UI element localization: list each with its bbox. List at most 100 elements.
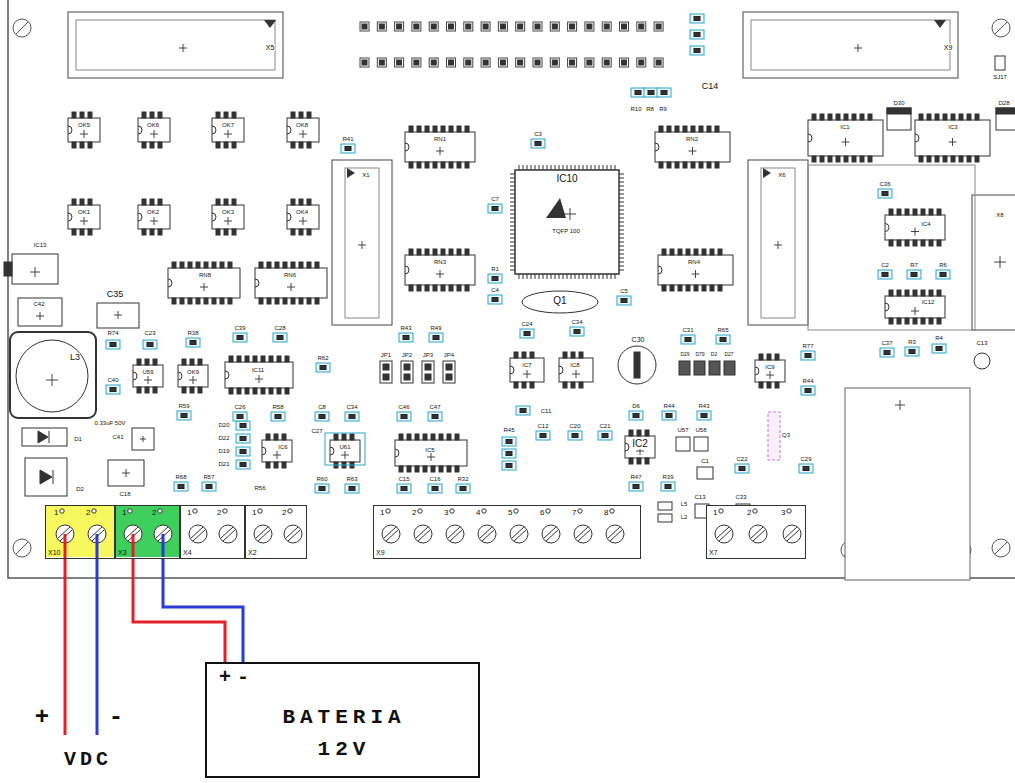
ic-pin [342, 434, 346, 440]
qfp-pin [619, 246, 624, 247]
screw-slot [256, 527, 268, 538]
screw-slot [258, 530, 270, 541]
ic-pin [820, 156, 824, 162]
header-pad [587, 24, 592, 29]
ic-pin [465, 285, 469, 291]
pin-number: 1 [713, 509, 717, 517]
regulator [12, 254, 58, 284]
ic-pin [282, 434, 286, 440]
ic-pin [433, 285, 437, 291]
ic-pin [224, 199, 228, 205]
part-label: R32 [457, 476, 468, 482]
ic-pin [137, 387, 141, 393]
ic-pin [172, 298, 176, 304]
part-label: RN8 [199, 272, 211, 278]
ic-pin [579, 382, 583, 388]
ic-pin [228, 262, 232, 268]
ic-pin [72, 199, 76, 205]
smd-part [432, 415, 438, 419]
center-mark [692, 147, 693, 155]
header-pad [550, 22, 559, 31]
ic-pin [959, 114, 963, 120]
screw-slot [719, 530, 731, 541]
ic-pin [72, 112, 76, 118]
header-pad [604, 24, 609, 29]
center-mark [900, 400, 901, 410]
part-label: R8 [646, 106, 654, 112]
ic-pin [307, 298, 311, 304]
terminal-block [115, 505, 180, 557]
ic-pin [707, 162, 711, 168]
part-label: D79 [695, 352, 704, 357]
part-label: R57 [203, 474, 214, 480]
header-pad [637, 22, 646, 31]
ic-pin [224, 229, 228, 235]
smd-pad [488, 274, 502, 283]
part-label: JP3 [423, 352, 433, 358]
ic-pin [261, 356, 265, 362]
terminal-block: 12X2 [245, 505, 307, 559]
pin-marker [418, 509, 422, 513]
header-pad [449, 24, 454, 29]
screw-slot [480, 527, 492, 538]
ic-pin [72, 142, 76, 148]
part-label: JP2 [402, 352, 412, 358]
part-label: OK9 [187, 369, 199, 375]
center-mark [440, 270, 441, 278]
qfp-pin [510, 202, 515, 203]
ic-pin [439, 434, 443, 440]
diode-body [25, 458, 67, 496]
center-mark [193, 376, 194, 384]
smd-pad [735, 464, 749, 473]
smd-part [110, 388, 116, 392]
part-label: D21 [218, 461, 229, 467]
led [724, 361, 735, 375]
pin-marker [482, 509, 486, 513]
ic-pin [718, 249, 722, 255]
diode-body [22, 428, 67, 446]
ic-pin [291, 262, 295, 268]
terminal-block: 12X10 [45, 505, 115, 559]
part-label: R41 [342, 136, 353, 142]
pin-number: 2 [282, 509, 286, 517]
header-pad [498, 22, 507, 31]
ic-pin [514, 352, 518, 358]
smd-pad [273, 333, 287, 342]
center-mark [148, 376, 149, 384]
header-pad [570, 24, 575, 29]
qfp-pin [547, 165, 548, 170]
terminal-block [373, 505, 641, 557]
qfp-pin [510, 194, 515, 195]
header-pad [481, 58, 490, 67]
part-label: U58 [695, 427, 706, 433]
part-label: R39 [662, 474, 673, 480]
ic-pin [145, 359, 149, 365]
smd-part [349, 487, 355, 491]
smd-pad [617, 296, 631, 305]
mounting-hole [992, 539, 1010, 557]
part-label: D27 [724, 352, 733, 357]
supply-wire [96, 534, 99, 735]
ic-pin [409, 126, 413, 132]
part-label: IC12 [922, 299, 935, 305]
smd-part [319, 415, 325, 419]
part-label: U59 [142, 369, 153, 375]
qfp-pin [599, 274, 600, 279]
ic-pin [889, 290, 893, 296]
supply-label: - [109, 706, 127, 730]
ic-pin [266, 434, 270, 440]
ic-pin [943, 156, 947, 162]
smd-pad [502, 449, 516, 458]
ic-pin [196, 262, 200, 268]
terminal-screw [542, 525, 560, 543]
qfp-pin [619, 226, 624, 227]
ic-pin [667, 126, 671, 132]
header-pad [622, 60, 627, 65]
ic-pin [299, 142, 303, 148]
ic-pin [659, 162, 663, 168]
smd-pad [536, 431, 550, 440]
smd-part [275, 415, 281, 419]
pin-number: 8 [604, 509, 608, 517]
ic-pin [707, 126, 711, 132]
